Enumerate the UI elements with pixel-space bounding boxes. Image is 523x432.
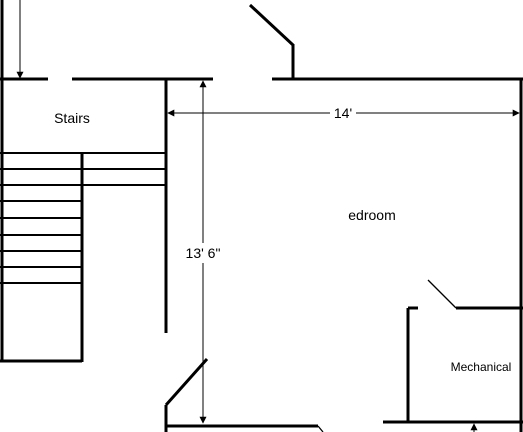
dimensions: 14' 13' 6" bbox=[167, 80, 520, 432]
height-dimension-label: 13' 6" bbox=[186, 245, 221, 261]
stairs bbox=[0, 0, 166, 363]
stairs-label: Stairs bbox=[54, 110, 90, 126]
door-lower bbox=[164, 358, 209, 406]
room-labels: Stairs edroom Mechanical bbox=[54, 110, 511, 374]
door-mechanical bbox=[427, 279, 457, 309]
doors bbox=[164, 3, 457, 406]
bedroom-label: edroom bbox=[348, 207, 395, 223]
mechanical-label: Mechanical bbox=[451, 360, 512, 374]
wall-bottom-corner bbox=[317, 425, 324, 432]
door-top bbox=[248, 3, 295, 47]
width-dimension-label: 14' bbox=[334, 105, 352, 121]
